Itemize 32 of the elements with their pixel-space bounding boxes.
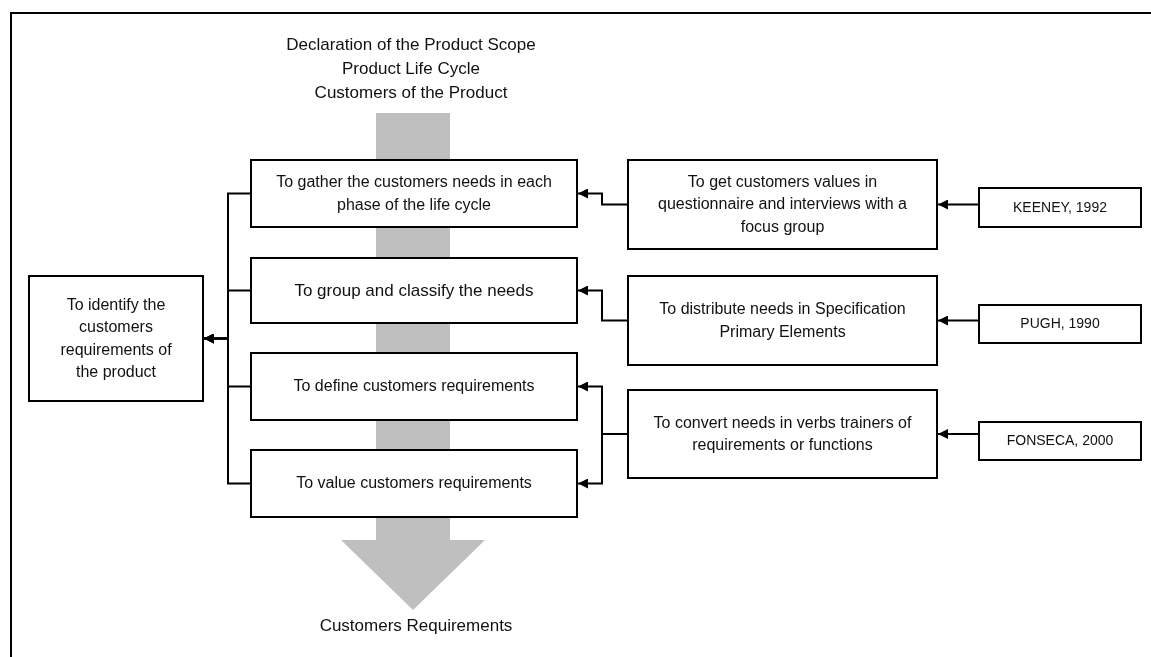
box-text: To value customers requirements <box>296 473 532 494</box>
box-text: To identify the customers requirements of the product <box>59 294 173 382</box>
process-box <box>627 275 938 366</box>
box-text: To convert needs in verbs trainers of requirements or functions <box>653 412 912 455</box>
box-text: FONSECA, 2000 <box>1006 431 1114 451</box>
box-text: PUGH, 1990 <box>1020 314 1100 334</box>
flow-label: Product Life Cycle <box>342 58 480 81</box>
box-text: To define customers requirements <box>293 376 535 397</box>
box-text: To distribute needs in Specification Primary Elements <box>658 299 907 342</box>
process-box <box>978 304 1142 344</box>
process-box <box>978 187 1142 228</box>
flow-label: Customers of the Product <box>314 81 508 104</box>
flow-label: Customers Requirements <box>319 615 513 638</box>
box-text: To get customers values in questionnaire and interviews with a focus group <box>657 171 908 237</box>
process-box <box>978 421 1142 461</box>
process-box <box>627 389 938 479</box>
flow-label: Declaration of the Product Scope <box>286 34 536 57</box>
arrow <box>937 199 979 210</box>
arrow <box>577 188 628 206</box>
process-box <box>250 257 578 324</box>
process-box <box>627 159 938 250</box>
arrow <box>577 433 628 489</box>
process-box <box>28 275 204 402</box>
process-box <box>250 449 578 518</box>
box-text: KEENEY, 1992 <box>1013 197 1107 217</box>
arrow <box>937 429 979 439</box>
arrow <box>937 315 979 326</box>
box-text: To group and classify the needs <box>294 279 534 302</box>
process-box <box>250 159 578 228</box>
box-text: To gather the customers needs in each phase of the life cycle <box>276 172 552 215</box>
arrow <box>577 285 628 322</box>
process-box <box>250 352 578 421</box>
